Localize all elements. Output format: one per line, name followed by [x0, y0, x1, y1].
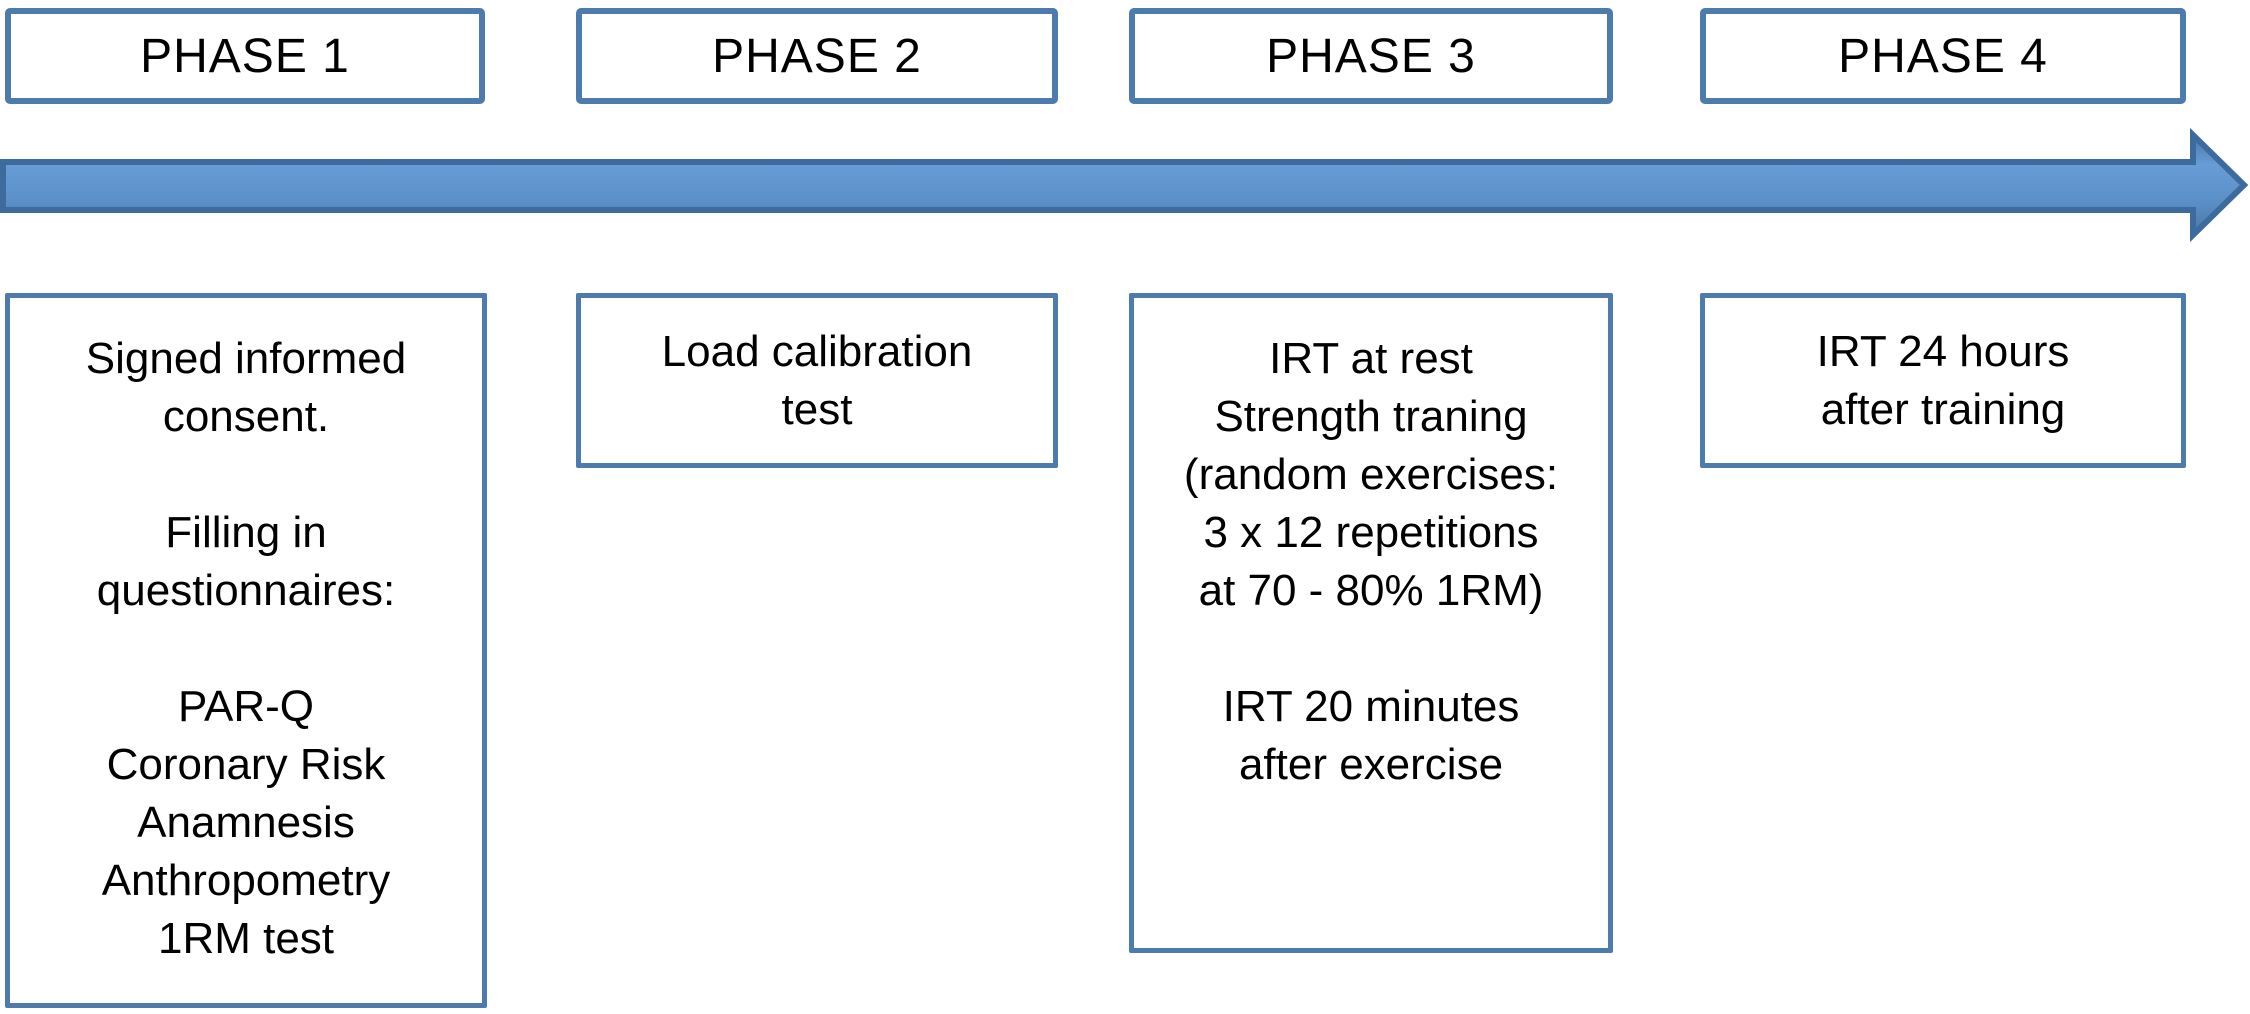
- timeline-right-arrow-icon: [0, 127, 2249, 243]
- phase-2-header-box: PHASE 2: [576, 8, 1058, 104]
- text-line: questionnaires:: [96, 566, 396, 615]
- phase-1-content-box: Signed informed consent. Filling in questi…: [5, 293, 487, 1008]
- phase-4-label: PHASE 4: [1838, 29, 2048, 83]
- text-line: Anthropometry: [101, 856, 391, 905]
- text-line: IRT 20 minutes: [1222, 682, 1520, 731]
- blank-line: [10, 620, 482, 678]
- phase-1-header-box: PHASE 1: [5, 8, 485, 104]
- text-line: (random exercises:: [1183, 450, 1559, 499]
- text-line: after training: [1820, 384, 2066, 434]
- phase-2-label: PHASE 2: [712, 29, 922, 83]
- text-line: after exercise: [1238, 740, 1504, 789]
- text-line: Strength traning: [1214, 392, 1528, 441]
- phase-2-content-box: Load calibration test: [576, 293, 1058, 468]
- phase-3-header-box: PHASE 3: [1129, 8, 1613, 104]
- text-line: Coronary Risk: [106, 740, 386, 789]
- text-line: consent.: [162, 392, 330, 441]
- text-line: IRT 24 hours: [1816, 326, 2070, 376]
- text-line: Signed informed: [85, 334, 407, 383]
- arrow-shape: [0, 127, 2249, 243]
- text-line: Load calibration: [661, 326, 973, 376]
- phase-4-header-box: PHASE 4: [1700, 8, 2186, 104]
- text-line: Anamnesis: [137, 798, 355, 847]
- text-line: Filling in: [165, 508, 327, 557]
- text-line: IRT at rest: [1269, 334, 1473, 383]
- phase-1-label: PHASE 1: [140, 29, 350, 83]
- text-line: test: [781, 384, 853, 434]
- phase-3-label: PHASE 3: [1266, 29, 1476, 83]
- text-line: PAR-Q: [177, 682, 315, 731]
- text-line: 1RM test: [157, 914, 335, 963]
- text-line: at 70 - 80% 1RM): [1198, 566, 1544, 615]
- phase-4-content-box: IRT 24 hours after training: [1700, 293, 2186, 468]
- blank-line: [10, 446, 482, 504]
- blank-line: [1134, 620, 1608, 678]
- text-line: 3 x 12 repetitions: [1203, 508, 1539, 557]
